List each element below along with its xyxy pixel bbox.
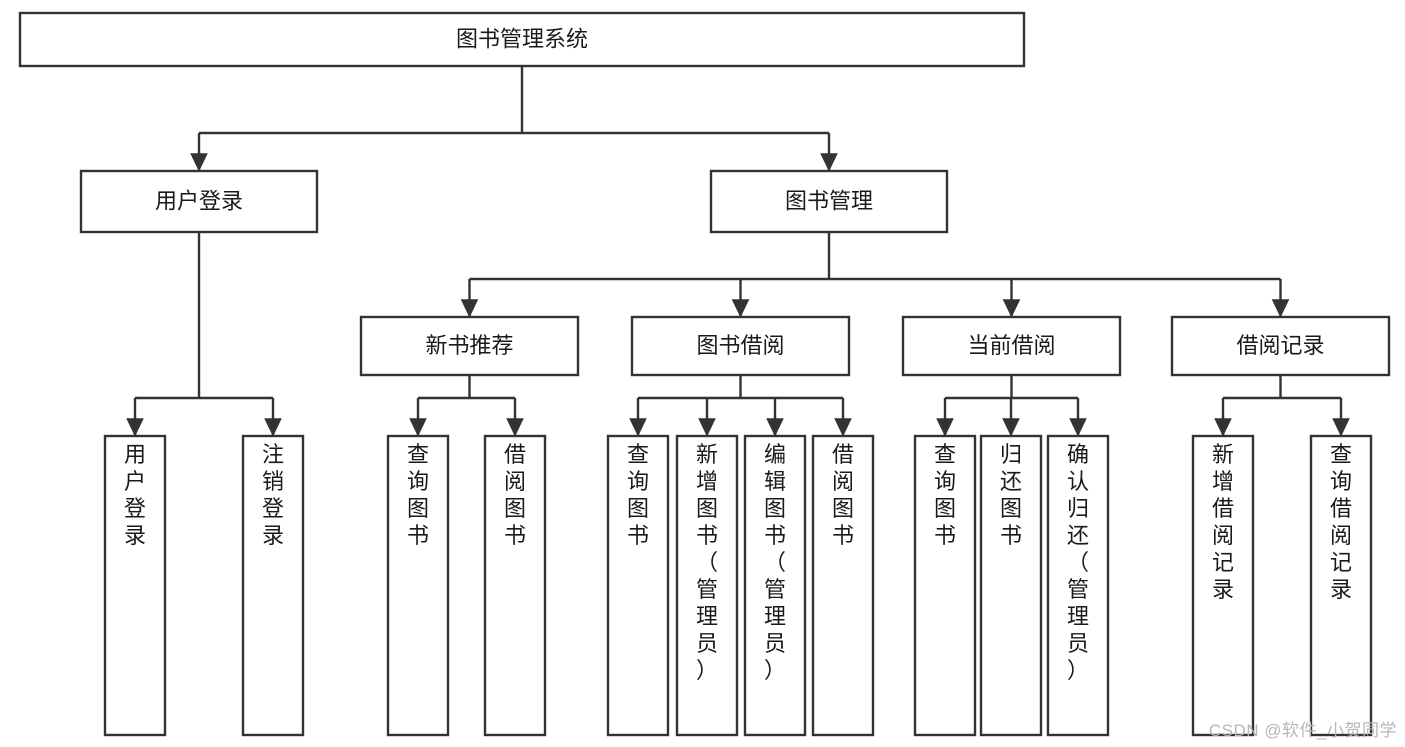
node-leaf-return-book[interactable]: 归还图书 xyxy=(979,434,1043,737)
node-box-leaf-return-book xyxy=(979,434,1043,737)
node-label-leaf-query-borrow-record: 查询借阅记录 xyxy=(1330,442,1352,602)
node-box-leaf-borrow-book-1 xyxy=(483,434,547,737)
node-box-leaf-query-book-1 xyxy=(386,434,450,737)
node-leaf-user-login[interactable]: 用户登录 xyxy=(103,434,167,737)
node-current-borrow[interactable]: 当前借阅 xyxy=(901,315,1122,377)
node-leaf-query-borrow-record[interactable]: 查询借阅记录 xyxy=(1309,434,1373,737)
node-box-book-borrow xyxy=(630,315,851,377)
node-label-leaf-logout-login: 注销登录 xyxy=(262,442,284,548)
node-label-leaf-return-book: 归还图书 xyxy=(1000,442,1022,548)
node-box-leaf-add-book-admin xyxy=(675,434,739,737)
edge-group-from-book-borrow xyxy=(629,375,852,437)
edge-group-from-book-manage xyxy=(460,232,1290,318)
node-box-borrow-record xyxy=(1170,315,1391,377)
node-book-borrow[interactable]: 图书借阅 xyxy=(630,315,851,377)
node-label-root: 图书管理系统 xyxy=(456,26,588,51)
node-label-leaf-query-book-2: 查询图书 xyxy=(627,442,649,548)
node-leaf-borrow-book-2[interactable]: 借阅图书 xyxy=(811,434,875,737)
node-box-book-manage xyxy=(709,169,949,234)
node-label-leaf-confirm-return-admin: 确认归还（管理员） xyxy=(1067,442,1089,683)
node-label-user-login: 用户登录 xyxy=(155,188,243,213)
node-box-root xyxy=(18,11,1026,68)
node-leaf-add-borrow-record[interactable]: 新增借阅记录 xyxy=(1191,434,1255,737)
node-leaf-query-book-1[interactable]: 查询图书 xyxy=(386,434,450,737)
node-leaf-confirm-return-admin[interactable]: 确认归还（管理员） xyxy=(1046,434,1110,737)
node-box-leaf-query-borrow-record xyxy=(1309,434,1373,737)
node-label-book-borrow: 图书借阅 xyxy=(696,333,784,358)
node-box-leaf-borrow-book-2 xyxy=(811,434,875,737)
node-label-leaf-query-book-3: 查询图书 xyxy=(934,442,956,548)
node-box-new-book-recommend xyxy=(359,315,580,377)
node-leaf-query-book-3[interactable]: 查询图书 xyxy=(913,434,977,737)
node-user-login[interactable]: 用户登录 xyxy=(79,169,319,234)
node-box-leaf-query-book-2 xyxy=(606,434,670,737)
node-leaf-logout-login[interactable]: 注销登录 xyxy=(241,434,305,737)
node-box-current-borrow xyxy=(901,315,1122,377)
node-label-new-book-recommend: 新书推荐 xyxy=(425,333,513,358)
node-leaf-edit-book-admin[interactable]: 编辑图书（管理员） xyxy=(743,434,807,737)
node-box-leaf-query-book-3 xyxy=(913,434,977,737)
node-label-leaf-add-book-admin: 新增图书（管理员） xyxy=(696,442,718,683)
edge-group-from-current-borrow xyxy=(936,375,1087,437)
node-label-leaf-user-login: 用户登录 xyxy=(124,442,146,548)
node-borrow-record[interactable]: 借阅记录 xyxy=(1170,315,1391,377)
node-box-leaf-add-borrow-record xyxy=(1191,434,1255,737)
node-root[interactable]: 图书管理系统 xyxy=(18,11,1026,68)
node-box-leaf-edit-book-admin xyxy=(743,434,807,737)
edge-group-from-new-book-recommend xyxy=(409,375,524,437)
edge-group-from-borrow-record xyxy=(1214,375,1350,437)
node-label-book-manage: 图书管理 xyxy=(785,188,873,213)
edge-group-from-root xyxy=(190,66,838,172)
node-box-leaf-confirm-return-admin xyxy=(1046,434,1110,737)
node-label-borrow-record: 借阅记录 xyxy=(1236,333,1324,358)
node-leaf-query-book-2[interactable]: 查询图书 xyxy=(606,434,670,737)
node-book-manage[interactable]: 图书管理 xyxy=(709,169,949,234)
edges-layer xyxy=(126,66,1350,437)
node-leaf-add-book-admin[interactable]: 新增图书（管理员） xyxy=(675,434,739,737)
nodes-layer: 图书管理系统用户登录图书管理新书推荐图书借阅当前借阅借阅记录用户登录注销登录查询… xyxy=(18,11,1391,737)
node-label-current-borrow: 当前借阅 xyxy=(967,333,1055,358)
node-label-leaf-edit-book-admin: 编辑图书（管理员） xyxy=(764,442,786,683)
node-box-leaf-user-login xyxy=(103,434,167,737)
node-box-user-login xyxy=(79,169,319,234)
node-label-leaf-borrow-book-2: 借阅图书 xyxy=(832,442,854,548)
node-label-leaf-query-book-1: 查询图书 xyxy=(407,442,429,548)
node-leaf-borrow-book-1[interactable]: 借阅图书 xyxy=(483,434,547,737)
node-new-book-recommend[interactable]: 新书推荐 xyxy=(359,315,580,377)
edge-group-from-user-login xyxy=(126,232,282,437)
node-label-leaf-borrow-book-1: 借阅图书 xyxy=(504,442,526,548)
node-label-leaf-add-borrow-record: 新增借阅记录 xyxy=(1212,442,1234,602)
node-box-leaf-logout-login xyxy=(241,434,305,737)
